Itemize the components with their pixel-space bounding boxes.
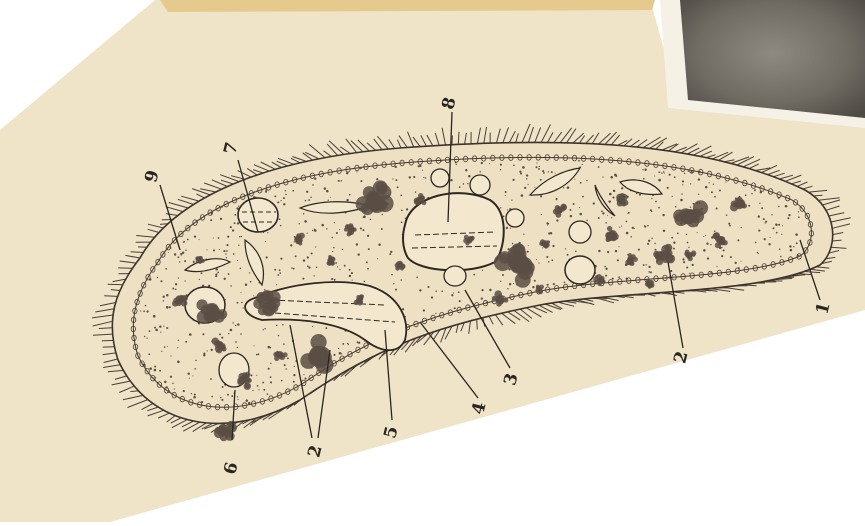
- vacuole-ring-f: [444, 266, 466, 286]
- vacuole-ring-a: [565, 256, 595, 284]
- contractile-vacuole-front: [238, 198, 278, 232]
- photo-inset: [660, 0, 865, 128]
- top-strip: [160, 0, 655, 12]
- vacuole-ring-c: [506, 209, 524, 227]
- vacuole-ring-b: [470, 175, 490, 195]
- food-particle: [616, 193, 628, 207]
- vacuole-ring-e: [431, 169, 449, 187]
- vacuole-ring-d: [569, 221, 591, 243]
